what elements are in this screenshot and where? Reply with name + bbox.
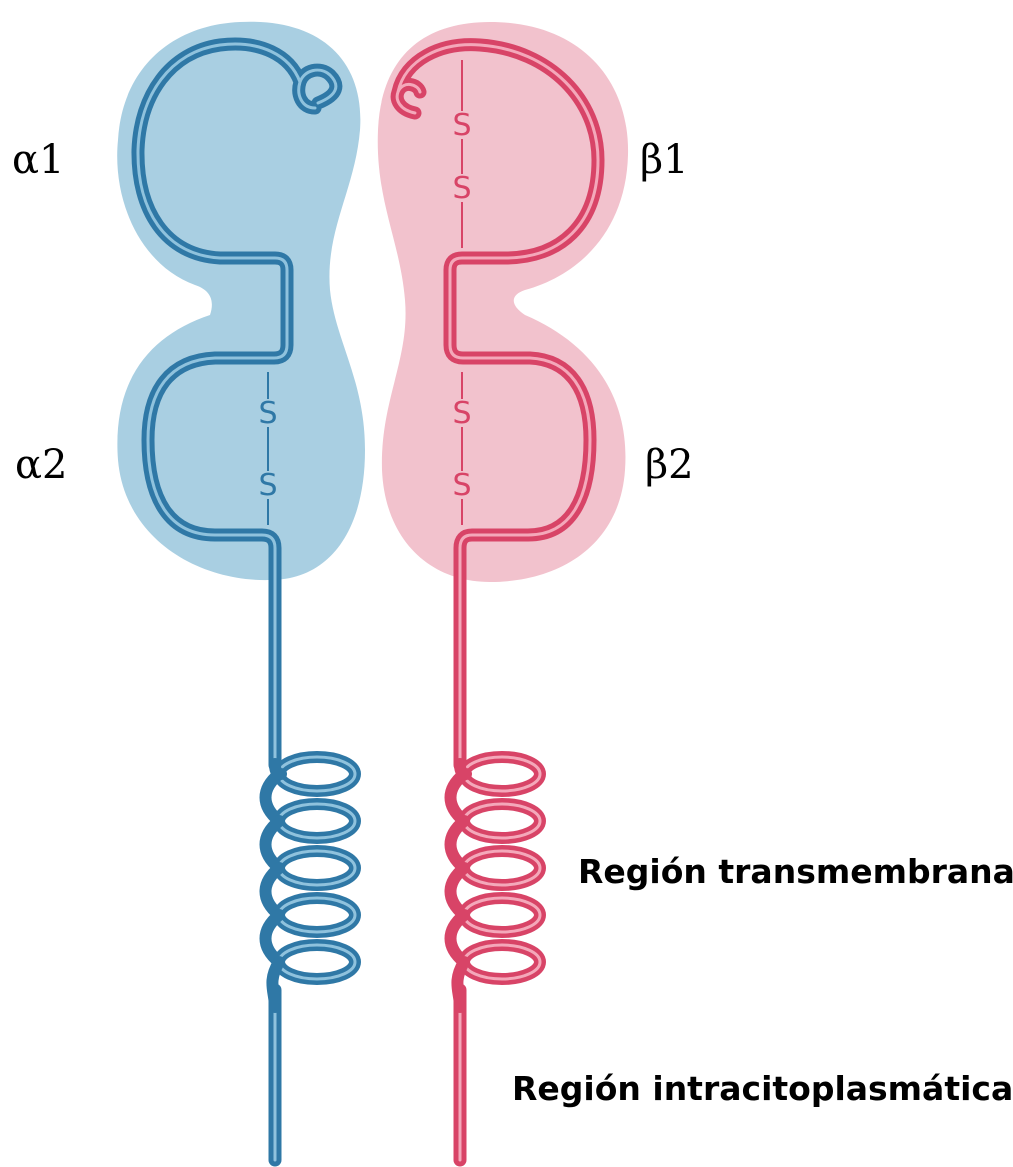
beta2-label: β2	[645, 442, 694, 488]
sulfur-letter-2: S	[452, 468, 471, 503]
helix-lead	[457, 764, 466, 1007]
beta1-label: β1	[640, 137, 689, 183]
sulfur-letter-1: S	[258, 396, 277, 431]
intracytoplasmic-region-label: Región intracitoplasmática	[512, 1069, 1013, 1108]
transmembrane-region-label: Región transmembrana	[578, 852, 1013, 891]
alpha2-label: α2	[15, 442, 67, 488]
sulfur-letter-1: S	[452, 396, 471, 431]
sulfur-letter-2: S	[452, 171, 471, 206]
sulfur-letter-2: S	[258, 468, 277, 503]
alpha-transmembrane-helix	[266, 757, 356, 1007]
helix-lead	[272, 764, 281, 1007]
sulfur-letter-1: S	[452, 108, 471, 143]
beta-transmembrane-helix	[451, 757, 541, 1007]
alpha1-label: α1	[12, 137, 64, 183]
